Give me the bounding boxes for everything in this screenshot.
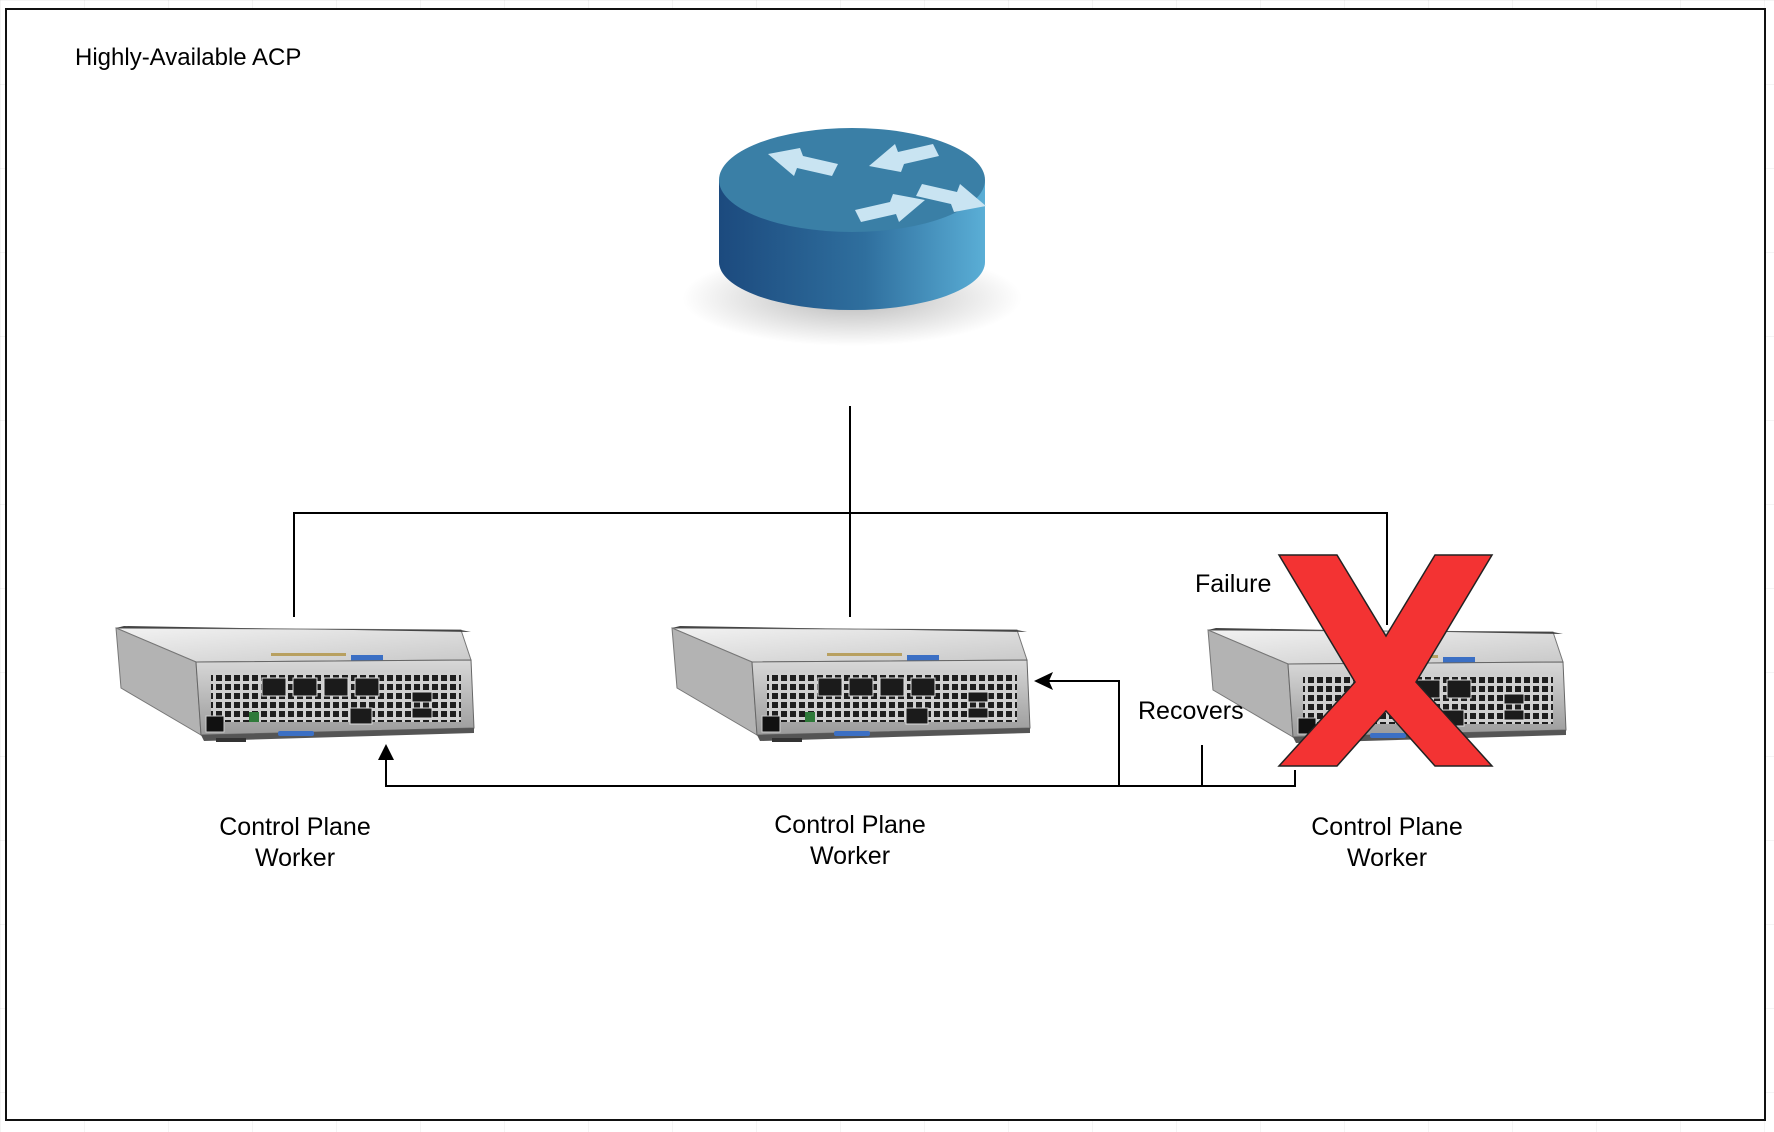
server-chassis-icon <box>671 625 1031 743</box>
arrowhead-node-2 <box>1034 672 1053 690</box>
node-label-2: Control Plane Worker <box>730 810 970 872</box>
node-label-line1: Control Plane <box>219 813 371 841</box>
node-label-line2: Worker <box>1346 844 1428 872</box>
node-label-line1: Control Plane <box>774 811 926 839</box>
bus-line <box>293 512 1388 625</box>
node-label-line2: Worker <box>809 842 891 870</box>
node-label-line1: Control Plane <box>1311 813 1463 841</box>
node-label-line2: Worker <box>254 844 336 872</box>
x-mark-icon <box>1277 554 1494 767</box>
connector-lines <box>293 406 1388 787</box>
failure-label: Failure <box>1195 570 1272 598</box>
router-icon <box>682 128 1022 346</box>
arrowhead-node-1 <box>378 744 394 760</box>
recovers-label: Recovers <box>1138 697 1244 725</box>
recovery-path-to-node-2 <box>1048 680 1120 786</box>
node-label-3: Control Plane Worker <box>1267 812 1507 874</box>
server-chassis-icon <box>115 625 475 743</box>
diagram-title: Highly-Available ACP <box>75 44 302 71</box>
recovery-path-to-node-1 <box>385 758 1296 787</box>
node-label-1: Control Plane Worker <box>175 812 415 874</box>
